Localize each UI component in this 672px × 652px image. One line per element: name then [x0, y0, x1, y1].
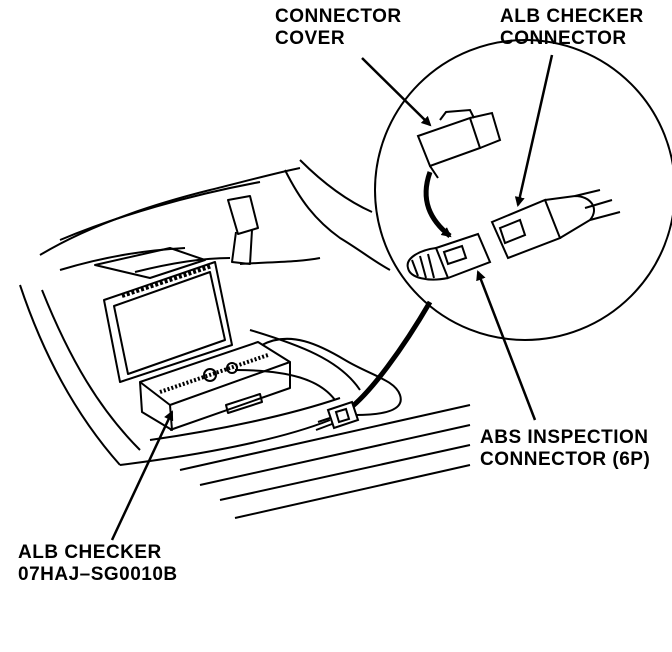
alb-checker-label-line2: 07HAJ–SG0010B [18, 564, 178, 585]
abs-inspection-connector-label: ABS INSPECTION CONNECTOR (6P) [480, 427, 650, 471]
alb-checker-label: ALB CHECKER 07HAJ–SG0010B [18, 542, 178, 586]
abs-inspection-connector-label-line2: CONNECTOR (6P) [480, 449, 651, 470]
cover-removal-arrow [423, 171, 452, 238]
alb-checker-connector-label: ALB CHECKER CONNECTOR [500, 6, 644, 50]
detail-inset [343, 39, 672, 415]
detail-circle [374, 39, 672, 341]
connector-cover-label-line1: CONNECTOR [275, 6, 402, 27]
alb-checker-arrow [110, 410, 174, 541]
car-interior [19, 159, 471, 519]
alb-checker-label-line1: ALB CHECKER [18, 542, 162, 563]
abs-connector-onsite [315, 400, 360, 431]
abs-inspection-connector-arrow [476, 270, 537, 421]
connector-cover-label-line2: COVER [275, 28, 346, 49]
connector-cover-label: CONNECTOR COVER [275, 6, 402, 50]
connector-cover-arrow [361, 57, 432, 127]
alb-checker-connector-label-line1: ALB CHECKER [500, 6, 644, 27]
abs-inspection-connector-label-line1: ABS INSPECTION [480, 427, 649, 448]
alb-checker-connector-arrow [514, 54, 554, 207]
alb-checker-connector-label-line2: CONNECTOR [500, 28, 627, 49]
